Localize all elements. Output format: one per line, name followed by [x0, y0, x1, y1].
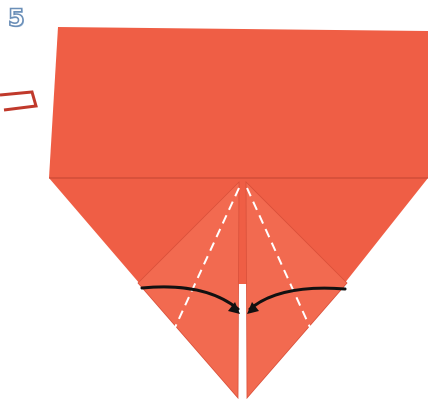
- next-step-sign-icon: [0, 92, 36, 110]
